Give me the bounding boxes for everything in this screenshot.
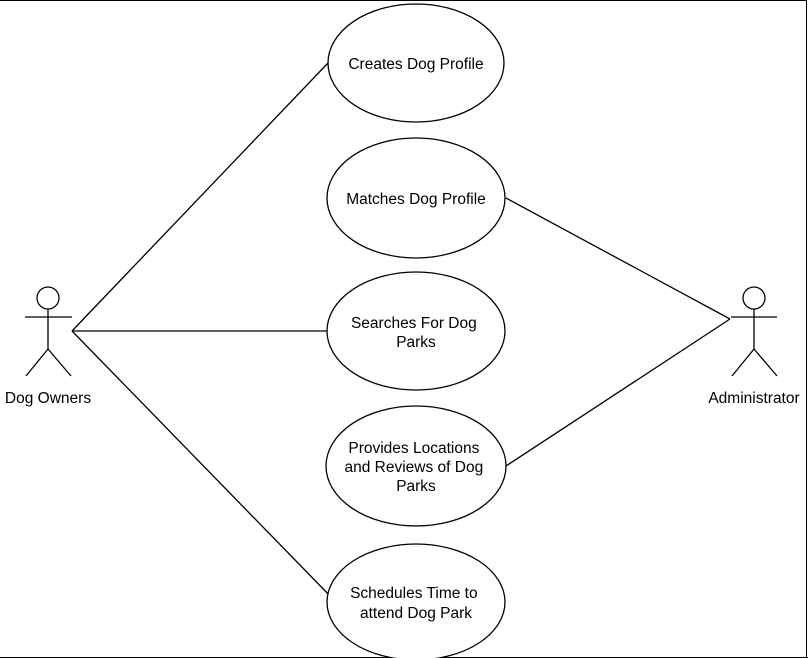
use-case-ellipse[interactable] <box>326 137 506 259</box>
use-case-schedules-time[interactable]: Schedules Time to attend Dog Park <box>326 543 506 658</box>
actor-administrator[interactable]: Administrator <box>708 286 800 407</box>
stick-figure-icon <box>731 286 778 377</box>
use-case-label: Searches For Dog Parks <box>351 315 481 351</box>
association-owners-schedules-time[interactable] <box>71 330 335 601</box>
actor-label: Dog Owners <box>5 390 91 407</box>
use-case-label: Matches Dog Profile <box>346 191 486 208</box>
stick-figure-icon <box>25 286 72 377</box>
actor-dog-owners[interactable]: Dog Owners <box>5 286 91 407</box>
use-case-searches-for-dog-parks[interactable]: Searches For Dog Parks <box>326 271 506 391</box>
use-case-ellipse[interactable] <box>327 3 505 123</box>
use-case-ellipse[interactable] <box>325 405 507 527</box>
use-case-label: Schedules Time to attend Dog Park <box>350 585 482 622</box>
use-case-matches-dog-profile[interactable]: Matches Dog Profile <box>326 137 506 259</box>
associations <box>71 62 731 601</box>
use-case-label: Creates Dog Profile <box>348 56 483 73</box>
use-case-ellipse[interactable] <box>326 271 506 391</box>
use-case-creates-dog-profile[interactable]: Creates Dog Profile <box>327 3 505 123</box>
association-admin-provides-locations[interactable] <box>505 318 731 467</box>
use-case-ellipse[interactable] <box>326 543 506 658</box>
use-case-provides-locations-reviews[interactable]: Provides Locations and Reviews of Dog Pa… <box>325 405 507 527</box>
association-owners-creates-profile[interactable] <box>71 62 329 332</box>
use-case-label: Provides Locations and Reviews of Dog Pa… <box>344 440 487 495</box>
actor-label: Administrator <box>708 390 799 407</box>
association-admin-matches-profile[interactable] <box>505 197 731 320</box>
